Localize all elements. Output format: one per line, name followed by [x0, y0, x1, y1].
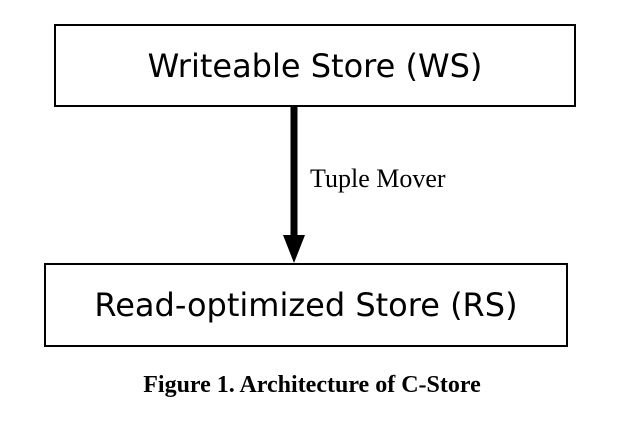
read-optimized-store-node: Read-optimized Store (RS) [44, 263, 568, 347]
tuple-mover-label: Tuple Mover [310, 164, 446, 193]
figure-caption: Figure 1. Architecture of C-Store [143, 372, 481, 398]
writeable-store-node: Writeable Store (WS) [54, 24, 576, 107]
read-optimized-store-label: Read-optimized Store (RS) [94, 286, 518, 324]
writeable-store-label: Writeable Store (WS) [147, 46, 483, 85]
tuple-mover-arrow-head [283, 235, 305, 263]
